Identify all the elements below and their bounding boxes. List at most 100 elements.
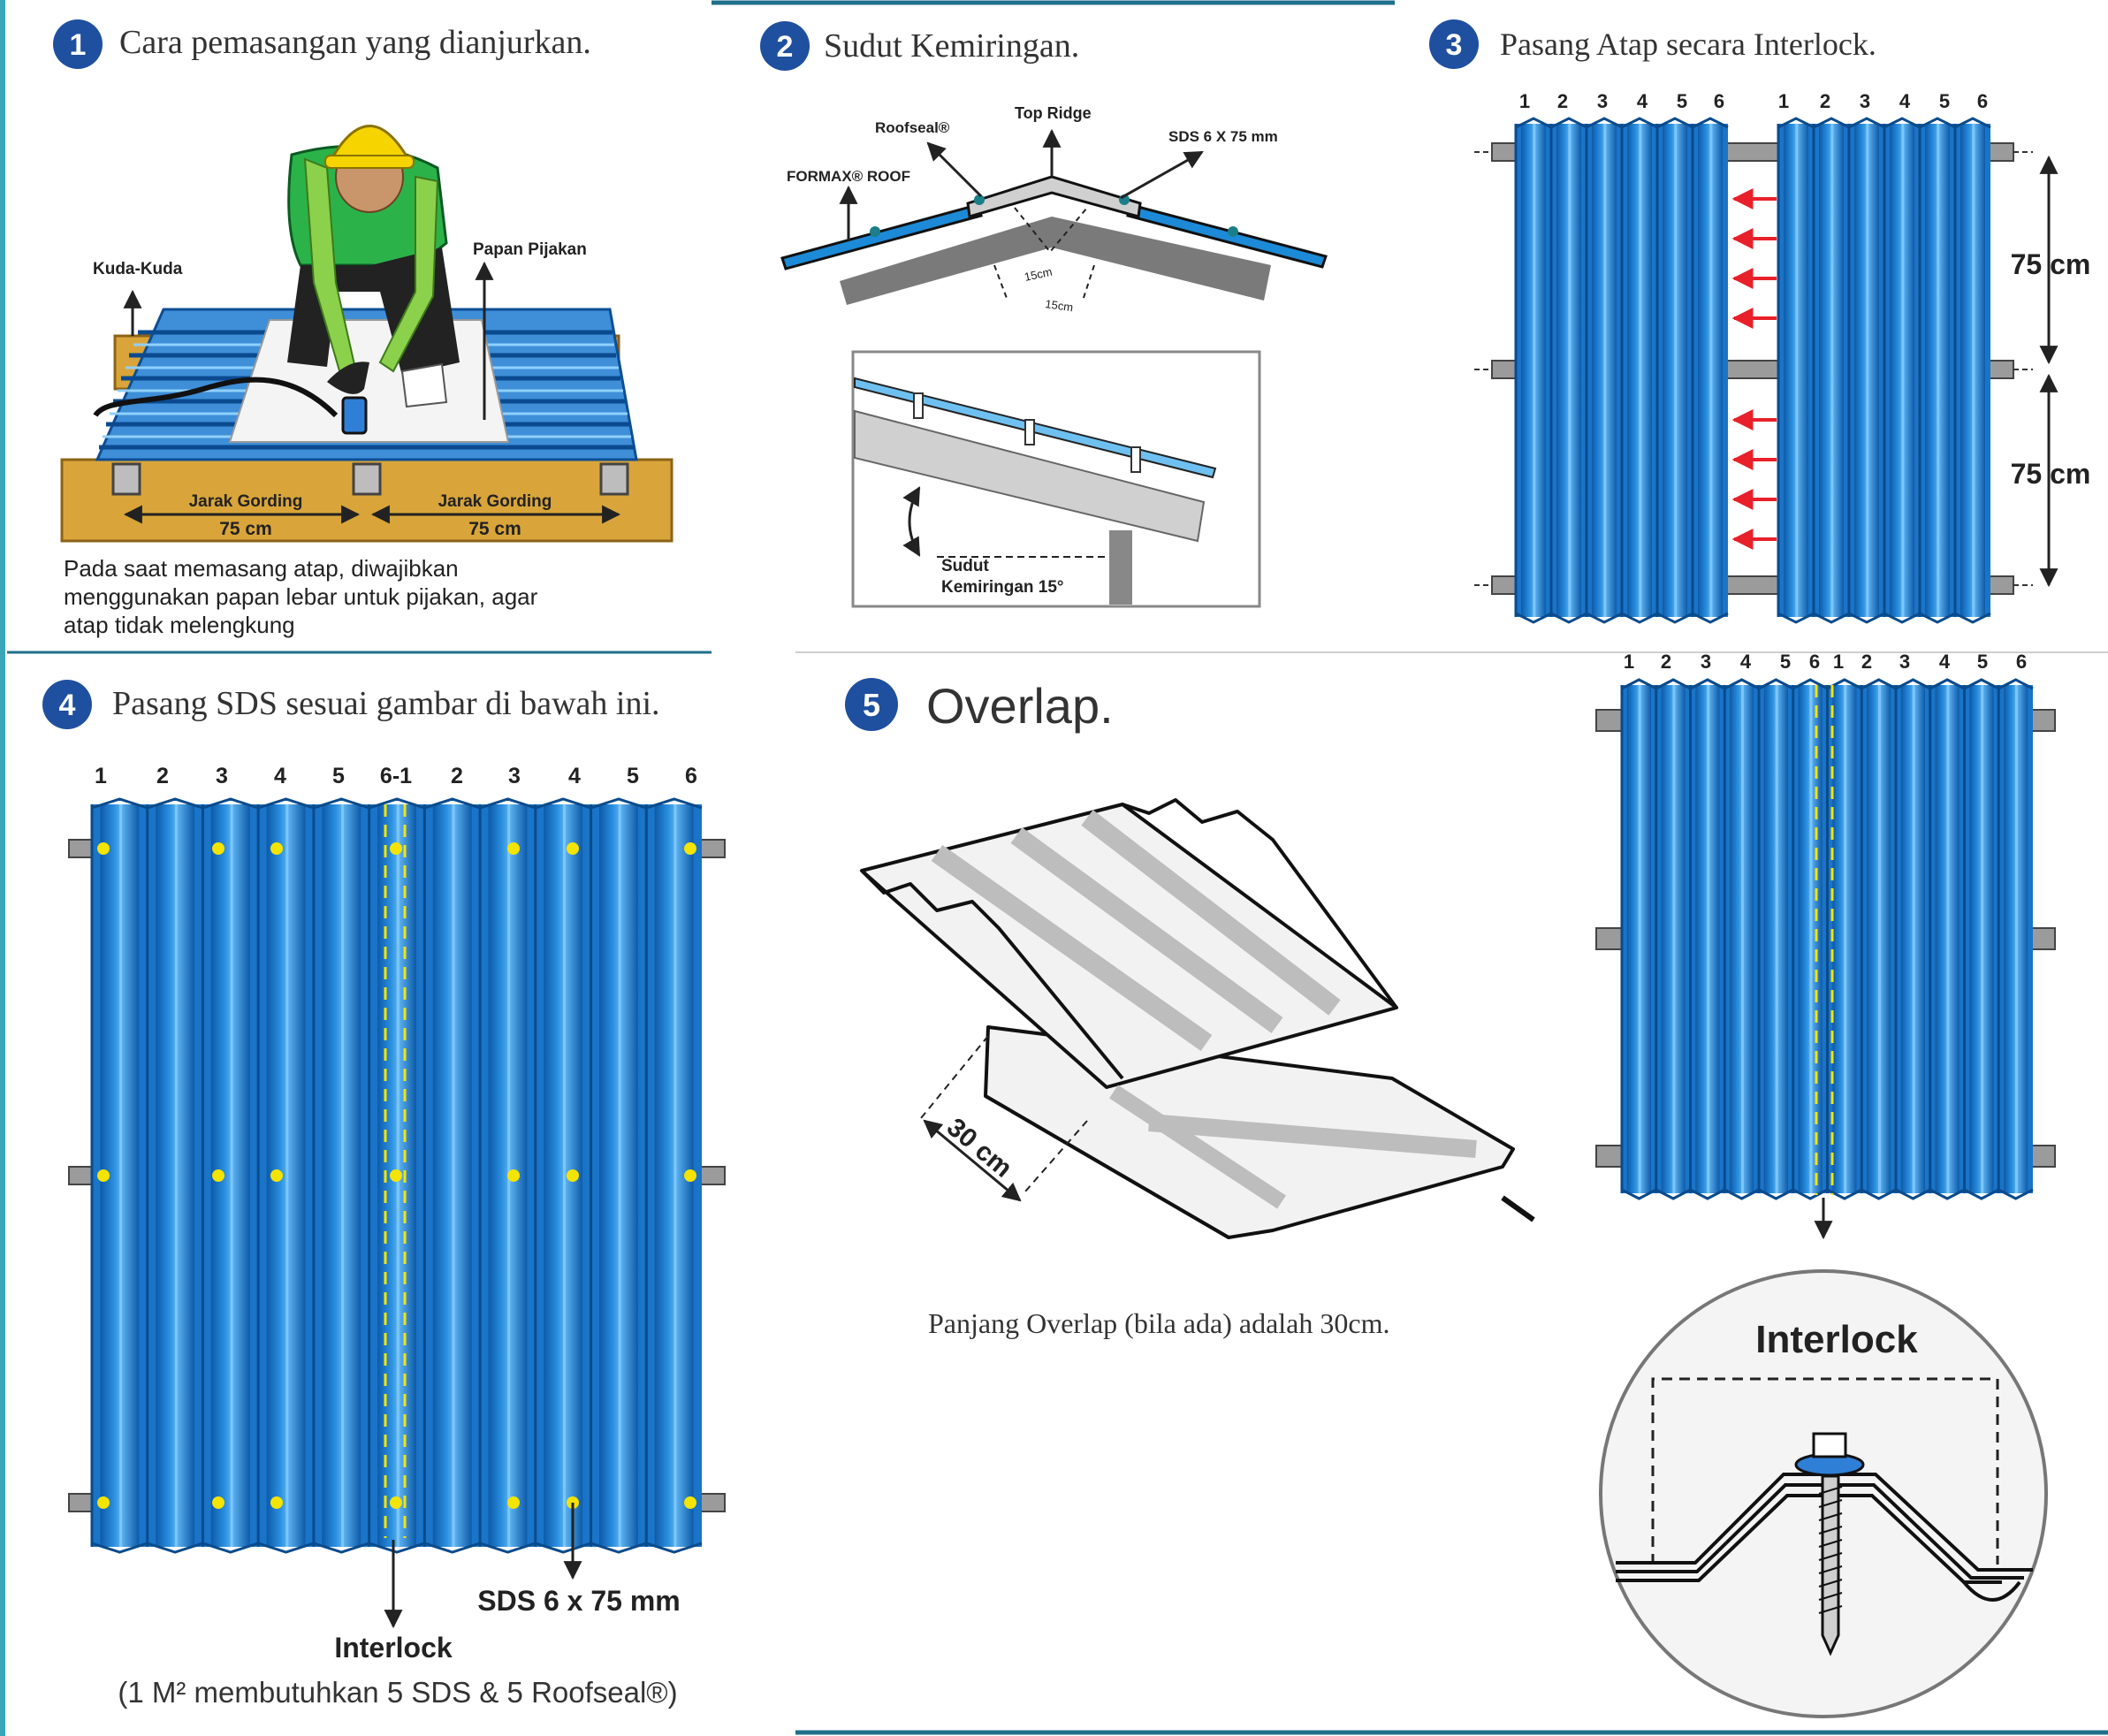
sds-point [270, 842, 283, 855]
panel-4: 4 Pasang SDS sesuai gambar di bawah ini.… [42, 680, 726, 1709]
step-number: 3 [1446, 28, 1463, 62]
rib-number: 1 [1519, 90, 1530, 112]
rib-number: 4 [1637, 90, 1648, 112]
screw-head [1812, 1432, 1847, 1458]
panel-5: 5 Overlap. 30 cm Panjang Overlap (bila a… [845, 651, 2056, 1718]
rib-number: 2 [1557, 90, 1568, 112]
sheet-bottom-edge [1777, 611, 1991, 624]
rib-number: 5 [1780, 651, 1791, 673]
label-kuda-kuda: Kuda-Kuda [93, 260, 183, 278]
rib-number: 6 [685, 764, 697, 788]
dim-75cm-bottom: 75 cm [2011, 458, 2091, 490]
dim-30cm: 30 cm [941, 1113, 1017, 1184]
inset-clips [913, 392, 1141, 473]
panel-2: 2 Sudut Kemiringan. 15cm 15cm Roofseal® … [760, 21, 1328, 608]
rib-number: 3 [508, 764, 521, 788]
sheet-left [1514, 117, 1729, 624]
overlap-tiles [860, 798, 1535, 1239]
rafters [840, 217, 1271, 305]
step-number: 2 [777, 30, 794, 64]
sheet-top-edge [1514, 117, 1729, 130]
sds-points [97, 842, 696, 1509]
label-roofseal: Roofseal® [875, 119, 950, 136]
sds-point [97, 842, 110, 855]
step-number: 4 [59, 689, 76, 722]
rib-number: 4 [1899, 90, 1911, 112]
panel-1: 1 Cara pemasangan yang dianjurkan. [53, 19, 673, 638]
sds-point [97, 1496, 110, 1509]
step-badge [53, 19, 103, 69]
rib-number: 4 [1740, 651, 1752, 673]
sds-point [212, 1496, 224, 1509]
roof-left [780, 203, 984, 270]
rib-number: 1 [1624, 651, 1634, 673]
top-ridge [966, 175, 1142, 218]
label-15cm-2: 15cm [1045, 297, 1075, 314]
rib-number: 3 [216, 764, 228, 788]
rib-number: 3 [1597, 90, 1608, 112]
step-badge [760, 21, 810, 71]
worker-figure [93, 125, 460, 435]
step-number: 5 [863, 687, 880, 723]
step-title: Cara pemasangan yang dianjurkan. [119, 24, 591, 61]
sheet-bottom-edge [90, 1541, 703, 1554]
rib-number: 5 [1677, 90, 1687, 112]
rib-number: 1 [95, 764, 107, 788]
label-sds-screw: SDS 6 x 75 mm [477, 1585, 680, 1617]
step-title: Pasang SDS sesuai gambar di bawah ini. [112, 685, 660, 722]
step-number: 1 [70, 28, 87, 62]
label-interlock-detail: Interlock [1755, 1318, 1918, 1361]
label-sds: SDS 6 X 75 mm [1168, 128, 1278, 145]
sds-point [390, 1169, 402, 1182]
purlin-brackets [111, 462, 629, 496]
dim-75cm-top: 75 cm [2011, 248, 2091, 280]
rib-number: 6-1 [380, 764, 412, 788]
sds-point [212, 1169, 224, 1182]
step-badge [845, 678, 898, 731]
screw-threads [1818, 1486, 1843, 1614]
step-badge [42, 680, 92, 729]
roof-sheet [1620, 678, 2034, 1200]
sheet-bottom-edge [1620, 1187, 2034, 1200]
rib-number: 5 [332, 764, 345, 788]
label-top-ridge: Top Ridge [1015, 104, 1092, 122]
sds-point [567, 1169, 579, 1182]
rib-number: 4 [1939, 651, 1951, 673]
sds-point [684, 842, 696, 855]
rib-number: 2 [451, 764, 463, 788]
sds-point [390, 1496, 402, 1509]
sds-point [270, 1169, 283, 1182]
interlock-arrows [1731, 188, 1777, 550]
sds-point [684, 1496, 696, 1509]
rib-number: 6 [1714, 90, 1724, 112]
rib-number: 5 [627, 764, 639, 788]
sds-point [212, 842, 224, 855]
rib-number: 3 [1860, 90, 1870, 112]
inset-post [1109, 530, 1132, 605]
inset-rafter [854, 409, 1206, 543]
rib-number: 2 [156, 764, 169, 788]
label-dist-1: 75 cm [219, 519, 272, 539]
label-kemiringan: Kemiringan 15° [941, 578, 1064, 597]
overlap-caption: Panjang Overlap (bila ada) adalah 30cm. [928, 1307, 1389, 1339]
roof-sheet [90, 797, 703, 1554]
rib-number: 1 [1833, 651, 1844, 673]
label-dist-2: 75 cm [468, 519, 521, 539]
sds-point [507, 842, 520, 855]
label-15cm-1: 15cm [1024, 265, 1054, 284]
rib-number: 6 [1809, 651, 1820, 673]
step-title: Overlap. [926, 678, 1114, 734]
rib-number: 1 [1778, 90, 1789, 112]
sheet-right [1777, 117, 1991, 624]
page-edge [0, 0, 5, 1736]
step-title: Sudut Kemiringan. [824, 27, 1079, 65]
sheet-top-edge [90, 797, 703, 811]
rib-number: 3 [1899, 651, 1910, 673]
rib-number: 6 [2016, 651, 2027, 673]
label-formax-roof: FORMAX® ROOF [787, 168, 910, 185]
rib-number: 5 [1939, 90, 1950, 112]
